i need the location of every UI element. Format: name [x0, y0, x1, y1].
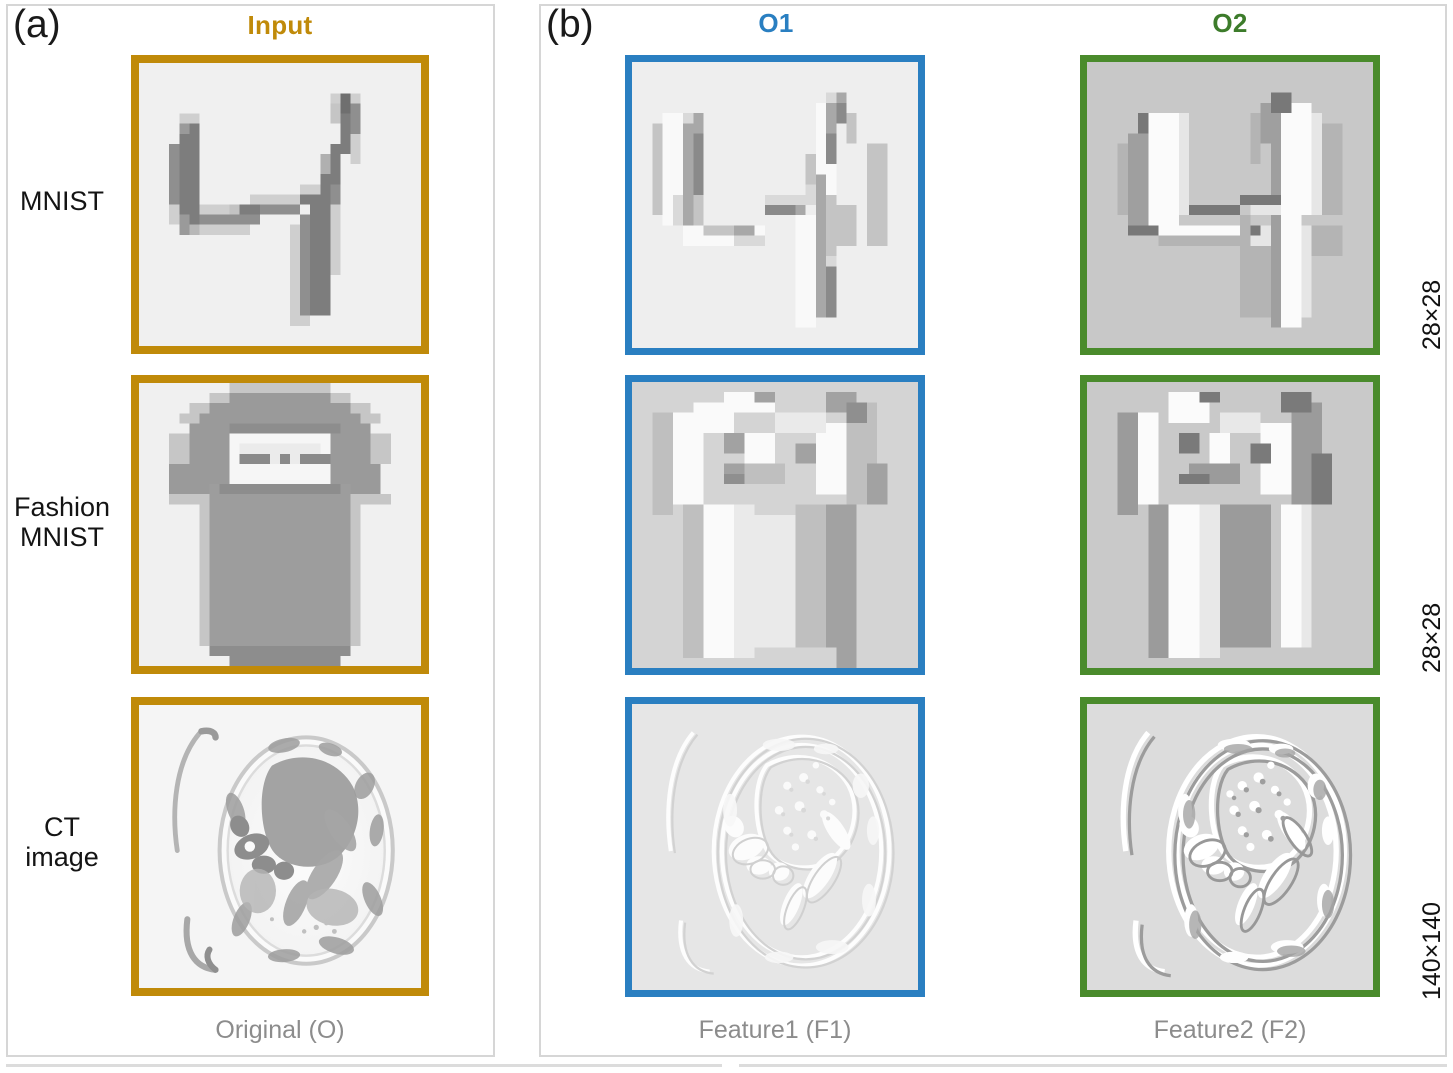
size-label-ct: 140×140 — [1418, 901, 1446, 1000]
row-label-fashion-mnist: Fashion MNIST — [2, 492, 122, 552]
row-label-mnist: MNIST — [20, 186, 104, 216]
size-label-fashion: 28×28 — [1418, 602, 1446, 673]
image-fashion-feature2 — [1080, 375, 1380, 675]
image-fashion-feature1 — [625, 375, 925, 675]
image-mnist-feature1 — [625, 55, 925, 355]
image-ct-feature2 — [1080, 697, 1380, 997]
panel-label-a: (a) — [13, 3, 61, 46]
image-ct-original — [131, 697, 429, 996]
caption-feature2: Feature2 (F2) — [1153, 1016, 1307, 1044]
image-fashion-original — [131, 375, 429, 674]
caption-original: Original (O) — [215, 1016, 345, 1044]
footer-rule-left — [6, 1064, 722, 1067]
panel-label-b: (b) — [546, 3, 594, 46]
row-label-fashion-line2: MNIST — [20, 522, 104, 553]
caption-feature1: Feature1 (F1) — [698, 1016, 852, 1044]
row-label-fashion-line1: Fashion — [13, 492, 111, 522]
footer-rule-right — [739, 1064, 1447, 1067]
image-mnist-original — [131, 55, 429, 354]
column-header-o2: O2 — [1212, 8, 1248, 38]
column-header-o1: O1 — [758, 8, 794, 38]
image-mnist-feature2 — [1080, 55, 1380, 355]
column-header-input: Input — [247, 10, 313, 40]
row-label-ct-line1: CT — [44, 812, 80, 842]
row-label-ct-line2: image — [25, 842, 99, 873]
image-ct-feature1 — [625, 697, 925, 997]
size-label-mnist: 28×28 — [1418, 279, 1446, 350]
row-label-ct-image: CT image — [2, 812, 122, 872]
